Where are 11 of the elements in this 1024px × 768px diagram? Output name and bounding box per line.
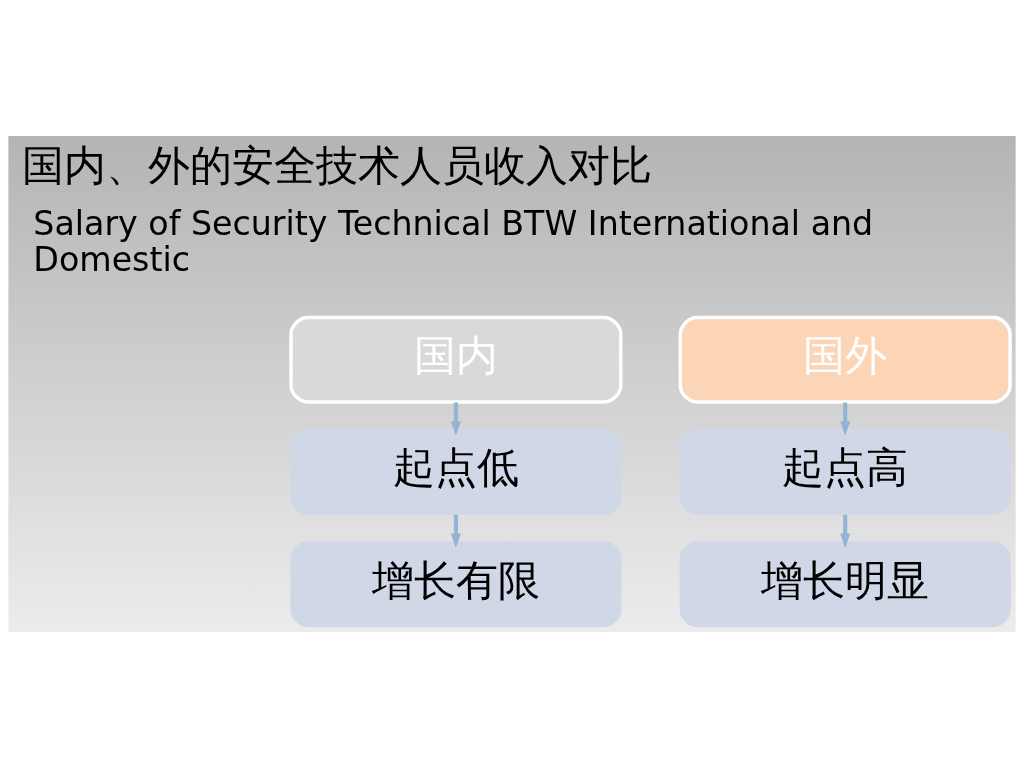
label: Salary of Security Technical BTW International and Domestic — [33, 203, 874, 279]
arrow — [450, 402, 461, 436]
node-box: 增长明显 — [679, 541, 1011, 628]
node-box: 国外 — [678, 315, 1012, 404]
arrow — [840, 402, 851, 436]
arrow — [840, 514, 851, 549]
arrow — [450, 514, 461, 549]
node-box: 起点高 — [679, 429, 1011, 515]
diagram-title: 国内、外的安全技术人员收入对比 — [22, 141, 653, 191]
node-box: 起点低 — [290, 429, 622, 515]
node-box: 增长有限 — [290, 541, 622, 628]
